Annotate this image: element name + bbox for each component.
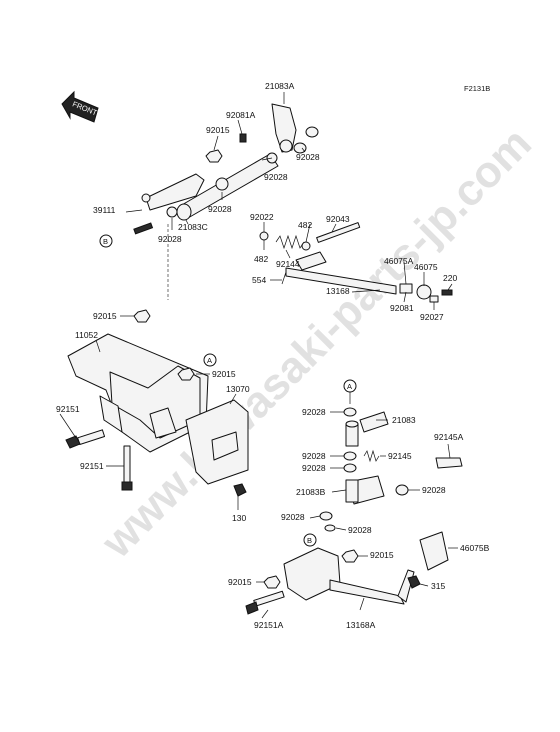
- callout-a-right: A: [343, 379, 357, 393]
- label-92028-c: 92028: [208, 204, 232, 214]
- bushing-92028-top: [293, 126, 319, 154]
- label-11052: 11052: [75, 330, 98, 340]
- label-482-b: 482: [254, 254, 268, 264]
- label-21083b: 21083B: [296, 487, 326, 497]
- label-92028-j: 92028: [348, 525, 372, 535]
- callout-a-left: A: [203, 353, 217, 367]
- label-92028-g: 92028: [302, 463, 326, 473]
- nut-92015-low: [341, 549, 359, 563]
- label-315: 315: [431, 581, 445, 591]
- label-13168: 13168: [326, 286, 350, 296]
- bolt-130: [233, 483, 247, 497]
- svg-text:A: A: [347, 382, 352, 391]
- bolt-92151-a: [65, 429, 106, 449]
- watermark: www.kawasaki-parts-jp.com: [92, 119, 541, 568]
- callout-b-bottom: B: [303, 533, 317, 547]
- label-92151-b: 92151: [80, 461, 104, 471]
- label-92028-h: 92028: [422, 485, 446, 495]
- lever-39111: [133, 173, 205, 235]
- collar-92028-i: [319, 511, 333, 521]
- collar-92028-g: [343, 463, 357, 473]
- label-92081: 92081: [390, 303, 414, 313]
- frame-bracket-11052: [67, 333, 209, 453]
- label-92027: 92027: [420, 312, 444, 322]
- arm-21083: [345, 411, 389, 447]
- spring-92145: [363, 449, 380, 463]
- label-92043: 92043: [326, 214, 350, 224]
- collar-92028-f: [343, 451, 357, 461]
- label-21083: 21083: [392, 415, 416, 425]
- collar-92028-e: [343, 407, 357, 417]
- cross-shaft-21083c: [176, 152, 279, 221]
- nut-92015-left: [133, 309, 151, 323]
- label-92145: 92145: [388, 451, 412, 461]
- arm-21083b: [345, 475, 385, 505]
- label-92151-a: 92151: [56, 404, 80, 414]
- pedal-pad-46075b: [419, 531, 449, 571]
- brake-pedal-13168a: [283, 547, 415, 605]
- label-46075: 46075: [414, 262, 438, 272]
- pedal-arm-21083a: [271, 103, 297, 153]
- rod-46075: [416, 284, 432, 300]
- label-92028-i: 92028: [281, 512, 305, 522]
- washer-92028-j: [324, 524, 336, 532]
- bolt-92151a: [245, 590, 285, 615]
- label-92028-d: 92028: [158, 234, 182, 244]
- svg-text:B: B: [103, 237, 108, 246]
- label-130: 130: [232, 513, 246, 523]
- label-13070: 13070: [226, 384, 250, 394]
- front-arrow-icon: FRONT: [61, 90, 99, 123]
- label-46075b: 46075B: [460, 543, 490, 553]
- svg-text:A: A: [207, 356, 212, 365]
- label-46075a: 46075A: [384, 256, 414, 266]
- label-39111: 39111: [93, 205, 116, 215]
- rod-end-46075a: [399, 283, 413, 294]
- nut-92015-top: [205, 149, 223, 163]
- leader-lines: [59, 92, 458, 619]
- label-92028-a: 92028: [296, 152, 320, 162]
- label-21083a: 21083A: [265, 81, 295, 91]
- label-92015-mid: 92015: [212, 369, 236, 379]
- label-220: 220: [443, 273, 457, 283]
- label-92015-low: 92015: [370, 550, 394, 560]
- label-92015-bl: 92015: [228, 577, 252, 587]
- diagram-code: F2131B: [464, 84, 490, 93]
- spring-92145a: [435, 457, 463, 469]
- label-92015-left: 92015: [93, 311, 117, 321]
- shaft-13168: [285, 251, 397, 295]
- svg-text:B: B: [307, 536, 312, 545]
- spring-92144: [275, 234, 305, 250]
- label-92081a: 92081A: [226, 110, 256, 120]
- label-92145a: 92145A: [434, 432, 464, 442]
- part-labels: 21083A 92081A 92015 92028 92028 39111 92…: [56, 81, 490, 630]
- pin-92081a: [239, 133, 247, 143]
- nut-92015-mid: [177, 367, 195, 381]
- label-92015-top: 92015: [206, 125, 230, 135]
- bushing-92028-left: [166, 206, 178, 218]
- collar-92027: [429, 295, 439, 303]
- pin-92043: [316, 222, 361, 243]
- bolt-220: [441, 289, 453, 296]
- label-13168a: 13168A: [346, 620, 376, 630]
- nut-92015-bl: [263, 575, 281, 589]
- label-92028-f: 92028: [302, 451, 326, 461]
- label-21083c: 21083C: [178, 222, 208, 232]
- label-92028-e: 92028: [302, 407, 326, 417]
- label-482-a: 482: [298, 220, 312, 230]
- clip-482-a: [259, 231, 269, 241]
- collar-92028-h: [395, 484, 409, 496]
- label-92028-b: 92028: [264, 172, 288, 182]
- plate-13070: [185, 399, 249, 485]
- clip-482-b: [301, 241, 311, 251]
- bolt-92151-b: [121, 445, 133, 491]
- label-92144: 92144: [276, 259, 300, 269]
- label-554: 554: [252, 275, 266, 285]
- label-92151a: 92151A: [254, 620, 284, 630]
- label-92022: 92022: [250, 212, 274, 222]
- cotter-554: [281, 271, 287, 285]
- callout-b-top: B: [99, 234, 113, 248]
